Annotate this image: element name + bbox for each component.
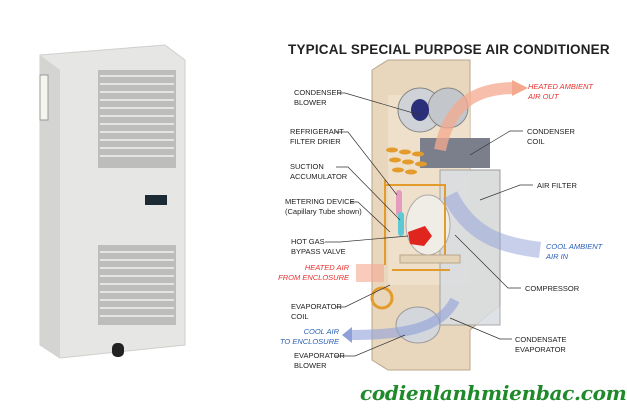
cool-air-in-arrow bbox=[442, 191, 542, 258]
label-line: AIR OUT bbox=[528, 91, 559, 101]
label-line: HOT GAS bbox=[291, 237, 325, 246]
label-line: AIR FILTER bbox=[537, 181, 577, 190]
label-line: CONDENSER bbox=[294, 88, 342, 97]
label-line: CONDENSER bbox=[527, 127, 575, 136]
label-line: BLOWER bbox=[294, 97, 327, 107]
cutaway-illustration bbox=[370, 59, 501, 371]
label-air-filter: AIR FILTER bbox=[537, 181, 577, 191]
label-line: FROM ENCLOSURE bbox=[278, 272, 349, 282]
cool-air-to-enclosure-arrowhead bbox=[342, 327, 352, 343]
cool-air-to-enclosure-arrow bbox=[349, 297, 460, 340]
leader-lines bbox=[325, 92, 533, 357]
label-compressor: COMPRESSOR bbox=[525, 284, 579, 294]
label-line: COMPRESSOR bbox=[525, 284, 580, 293]
label-metering-device: METERING DEVICE(Capillary Tube shown) bbox=[285, 197, 362, 216]
label-line: COOL AIR bbox=[303, 327, 339, 336]
heated-air-from-enclosure-arrow bbox=[356, 264, 384, 282]
label-line: COIL bbox=[291, 311, 309, 321]
label-line: ACCUMULATOR bbox=[290, 171, 348, 181]
label-line: TO ENCLOSURE bbox=[279, 336, 339, 346]
label-line: COIL bbox=[527, 136, 545, 146]
label-line: FILTER DRIER bbox=[290, 136, 341, 146]
label-line: BYPASS VALVE bbox=[291, 246, 346, 256]
watermark: codienlanhmienbac.com.vn bbox=[360, 381, 627, 405]
label-line: BLOWER bbox=[294, 360, 327, 370]
label-line: METERING DEVICE bbox=[285, 197, 355, 206]
label-line: SUCTION bbox=[290, 162, 324, 171]
label-line: REFRIGERANT bbox=[290, 127, 344, 136]
diagram-title: TYPICAL SPECIAL PURPOSE AIR CONDITIONER bbox=[288, 42, 610, 57]
label-line: EVAPORATOR bbox=[291, 302, 342, 311]
label-line: AIR IN bbox=[546, 251, 569, 261]
ac-unit-photo bbox=[39, 44, 186, 359]
label-line: (Capillary Tube shown) bbox=[285, 206, 362, 216]
heated-air-out-arrow bbox=[434, 82, 516, 152]
label-line: EVAPORATOR bbox=[515, 344, 566, 354]
label-line: CONDENSATE bbox=[515, 335, 567, 344]
label-line: HEATED AIR bbox=[304, 263, 349, 272]
label-line: EVAPORATOR bbox=[294, 351, 345, 360]
heated-air-out-arrowhead bbox=[512, 80, 528, 96]
label-line: COOL AMBIENT bbox=[546, 242, 603, 251]
label-line: HEATED AMBIENT bbox=[528, 82, 594, 91]
